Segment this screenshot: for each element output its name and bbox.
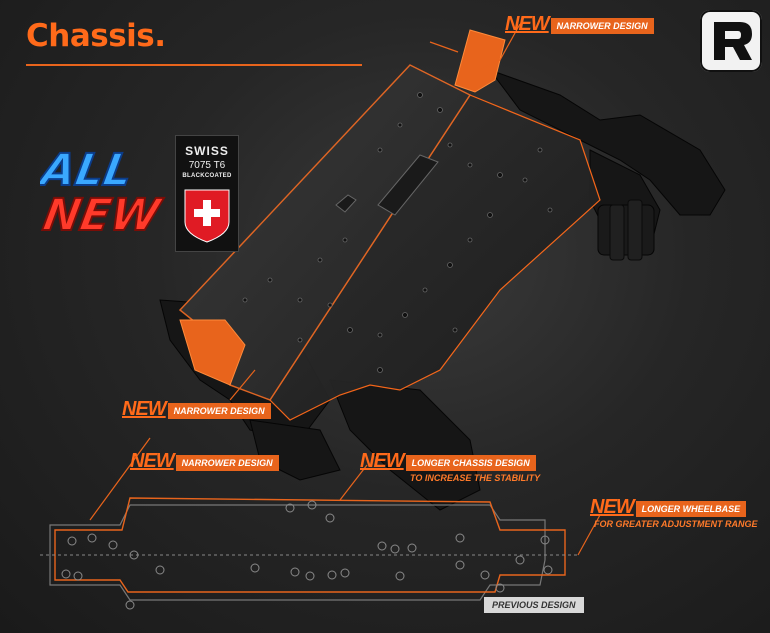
swiss-material-badge: SWISS 7075 T6 BLACKCOATED <box>175 135 239 252</box>
shock-absorber <box>609 199 643 261</box>
all-new-line1: ALL <box>40 145 136 196</box>
callout-center-label: LONGER CHASSIS DESIGN <box>405 454 536 471</box>
new-word: NEW <box>360 450 405 472</box>
plate-tip-top <box>454 29 506 93</box>
callout-top-label: NARROWER DESIGN <box>550 17 654 34</box>
previous-design-outline <box>49 504 546 601</box>
callout-mid-label: NARROWER DESIGN <box>167 402 271 419</box>
page-title: Chassis. <box>26 18 166 54</box>
all-new-line2: NEW <box>40 190 166 241</box>
new-word: NEW <box>130 450 175 472</box>
badge-swiss-text: SWISS <box>185 144 229 158</box>
brand-r-logo-icon <box>700 10 762 72</box>
new-word: NEW <box>122 398 167 420</box>
plate-tip-bottom <box>179 319 246 386</box>
new-word: NEW <box>505 13 550 35</box>
callout-right-sub: FOR GREATER ADJUSTMENT RANGE <box>594 519 758 529</box>
comparison-outline <box>40 497 580 601</box>
new-design-outline <box>54 497 566 593</box>
swiss-cross-icon <box>184 189 230 243</box>
callout-right-label: LONGER WHEELBASE <box>635 500 747 517</box>
new-word: NEW <box>590 496 635 518</box>
badge-coating-text: BLACKCOATED <box>182 173 232 179</box>
callout-leaders <box>89 23 601 556</box>
callout-lower-left-label: NARROWER DESIGN <box>175 454 279 471</box>
callout-center-sub: TO INCREASE THE STABILITY <box>410 473 541 483</box>
chassis-side-plate <box>269 94 601 421</box>
badge-alloy-text: 7075 T6 <box>188 160 226 171</box>
title-divider <box>26 64 362 66</box>
plate-holes <box>242 92 553 373</box>
all-new-badge: ALL NEW <box>40 144 167 242</box>
previous-design-label: PREVIOUS DESIGN <box>484 597 584 613</box>
outline-holes <box>61 500 553 610</box>
